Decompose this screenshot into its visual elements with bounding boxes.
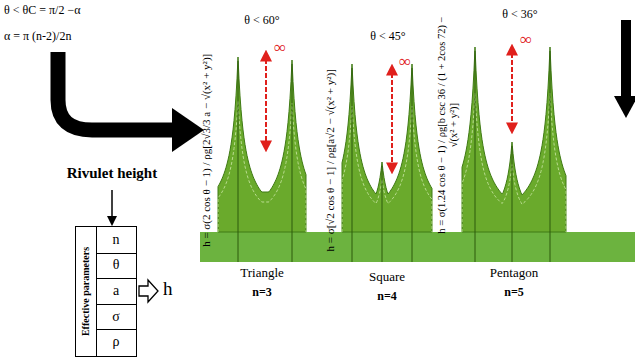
parameter-cell: σ: [97, 309, 135, 325]
parameter-table: Effective parameters nθaσρ: [75, 226, 137, 357]
arrow-head: [172, 108, 204, 152]
angle-text: α = π (n-2)/2n: [4, 30, 71, 44]
corner-line: [412, 68, 413, 262]
rivulet-profile: [342, 64, 432, 232]
shape-name: Triangle: [240, 266, 284, 281]
corner-line: [352, 68, 353, 262]
corner-line: [292, 64, 293, 262]
rivulet-profile: [218, 57, 306, 232]
height-formula: h = σ[√2 cos θ − 1] / ρg[a√2 − √(x² + y²…: [324, 55, 337, 265]
table-rule: [96, 304, 136, 305]
table-heading: Effective parameters: [81, 246, 92, 335]
table-rule: [96, 329, 136, 330]
corner-line: [550, 51, 551, 262]
liquid-band: [200, 232, 635, 262]
corner-line: [512, 146, 513, 262]
hollow-arrow: [139, 280, 158, 302]
parameter-cell: n: [97, 232, 135, 248]
corner-line: [238, 61, 239, 262]
rivulet-contour: [342, 106, 432, 232]
infinity-arrow: [391, 66, 393, 172]
curved-arrow: [58, 52, 174, 130]
edge-arrow: [621, 20, 631, 100]
condition-text: θ < θC = π/2 −α: [4, 4, 80, 18]
parameter-cell: ρ: [97, 334, 135, 350]
angle-limit: θ < 60°: [244, 14, 279, 28]
output-symbol: h: [163, 278, 173, 300]
infinity-arrow: [265, 52, 267, 150]
corner-line: [475, 51, 476, 262]
rivulet-contour: [218, 101, 306, 232]
side-count: n=3: [252, 286, 272, 300]
table-divider: [96, 227, 97, 356]
side-count: n=4: [377, 290, 397, 304]
infinity-arrow: [511, 46, 513, 132]
shape-name: Pentagon: [490, 266, 538, 281]
infinity-mark: ∞: [520, 30, 532, 50]
arrow-head: [614, 96, 635, 118]
shape-name: Square: [369, 270, 405, 285]
infinity-mark: ∞: [274, 38, 286, 58]
angle-limit: θ < 36°: [502, 8, 537, 22]
table-rule: [96, 253, 136, 254]
down-arrow: [111, 190, 113, 224]
parameter-cell: θ: [97, 257, 135, 273]
section-heading: Rivulet height: [67, 165, 157, 182]
height-formula: h = σ(1.24 cos θ − 1) / ρg[b csc 36 / (1…: [436, 9, 460, 241]
table-rule: [96, 278, 136, 279]
angle-limit: θ < 45°: [370, 30, 405, 44]
parameter-cell: a: [97, 283, 135, 299]
infinity-mark: ∞: [399, 52, 411, 72]
height-formula: h = σ(2 cos θ − 1) / ρg[2√3/3 a − √(x² +…: [200, 45, 213, 255]
corner-line: [382, 166, 383, 262]
side-count: n=5: [504, 286, 524, 300]
